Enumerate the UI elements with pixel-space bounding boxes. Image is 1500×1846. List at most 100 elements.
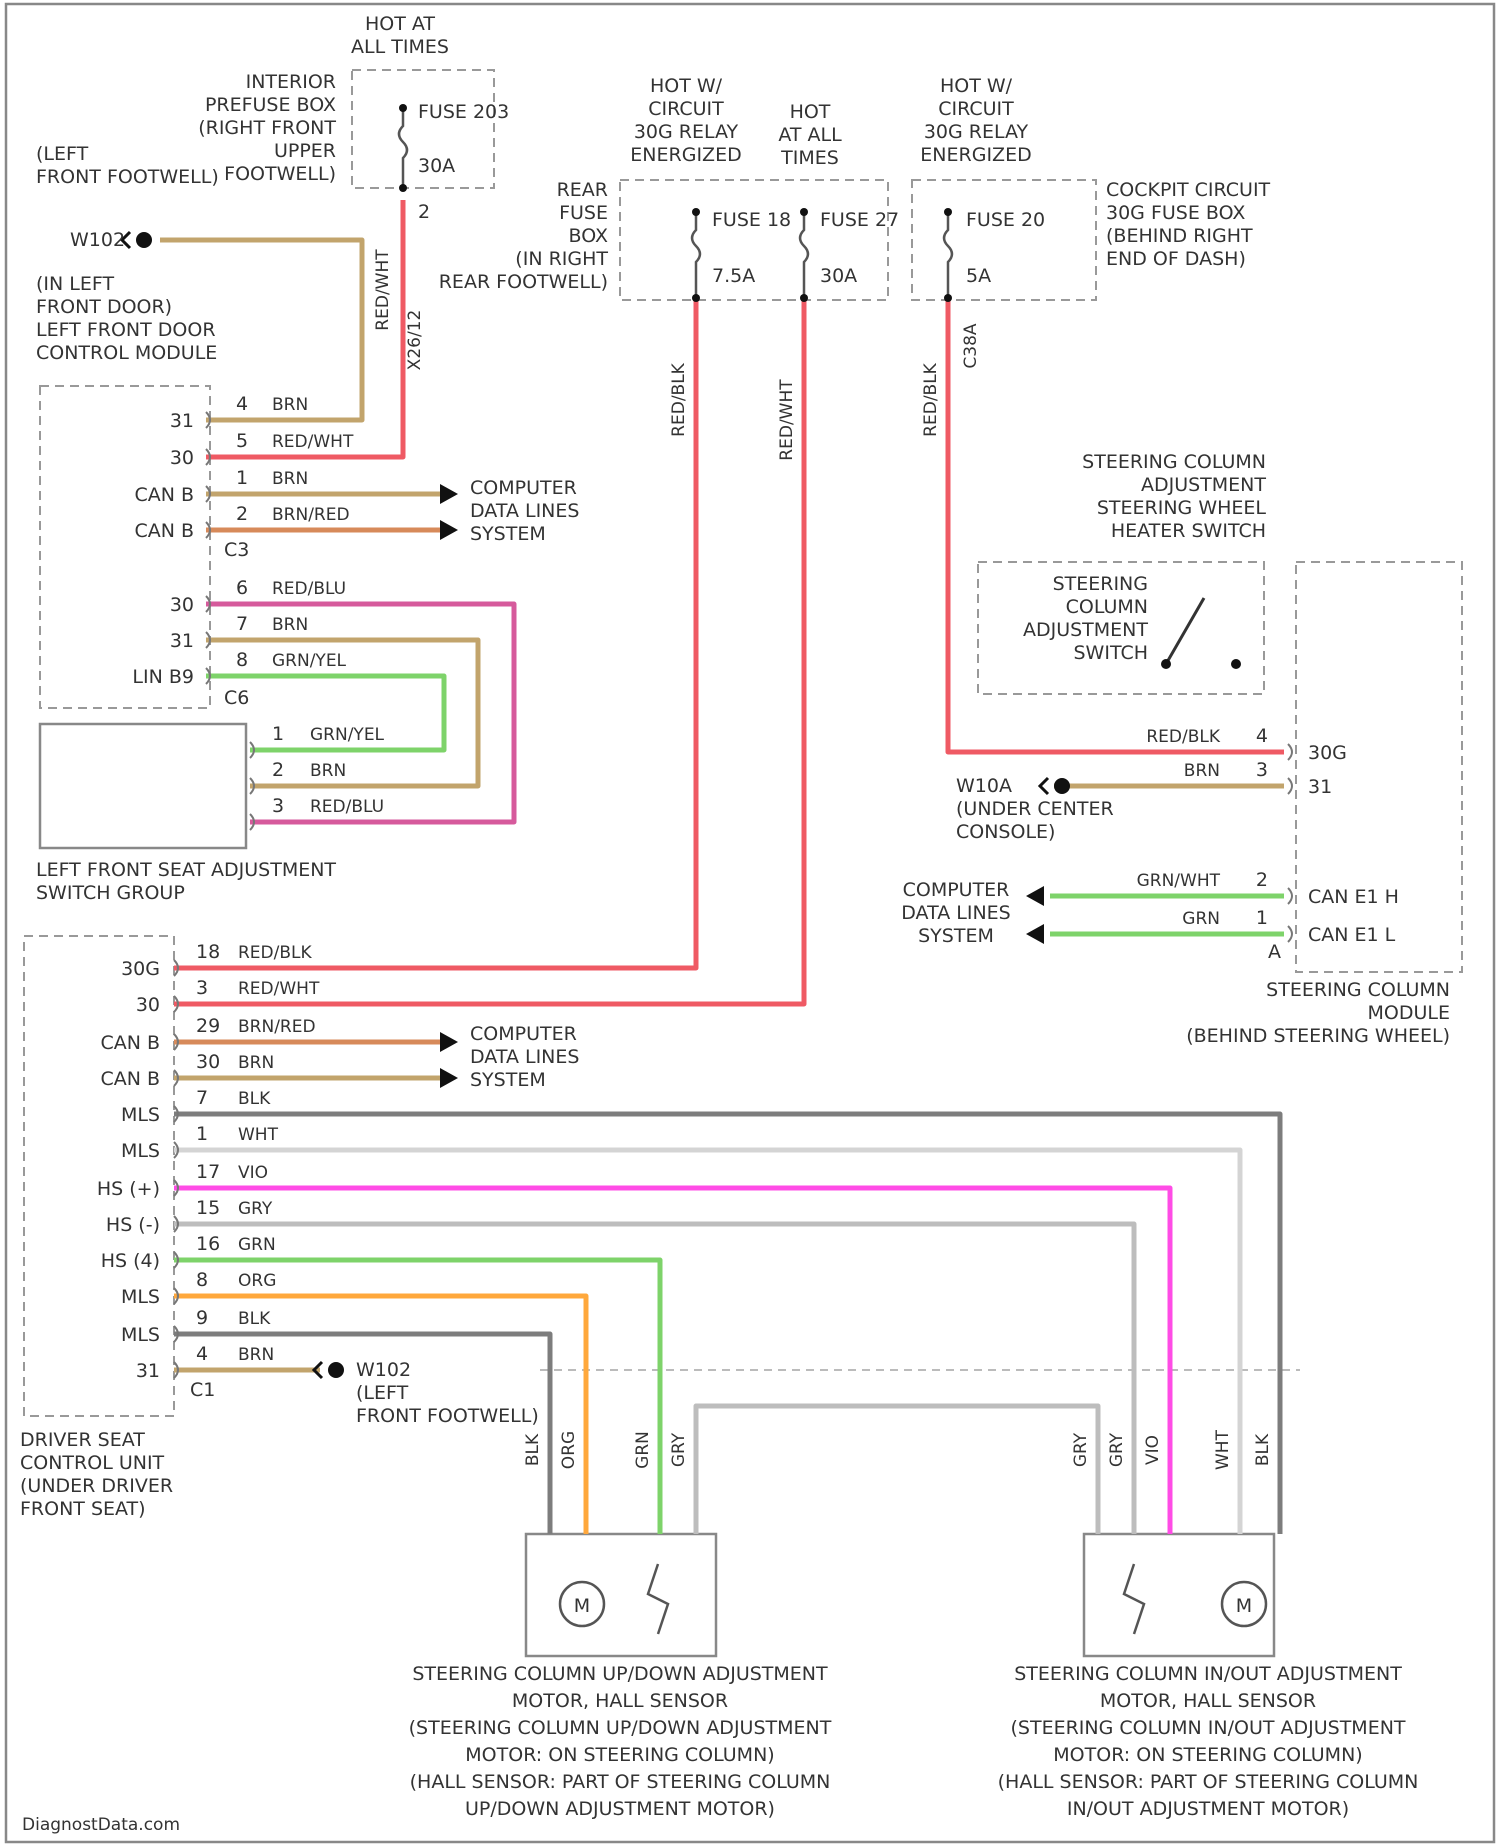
motor-up-down-label-line-4: (HALL SENSOR: PART OF STEERING COLUMN bbox=[410, 1771, 831, 1793]
door-wire2-num-0: 6 bbox=[236, 577, 248, 599]
motor-up-down-motor-symbol: M bbox=[574, 1595, 590, 1617]
door-wire-color-1: RED/WHT bbox=[272, 432, 354, 452]
hot-at-all-times-2-line-2: TIMES bbox=[780, 147, 839, 169]
steering-pin-1: 31 bbox=[1308, 776, 1332, 798]
steering-wire-num-1: 3 bbox=[1256, 759, 1268, 781]
seat-unit-wire-color-9: ORG bbox=[238, 1271, 276, 1291]
cdl-label-steering-line-1: DATA LINES bbox=[901, 902, 1010, 924]
seat-unit-pin-3: CAN B bbox=[100, 1068, 160, 1090]
motor-left-wire-label-0: BLK bbox=[523, 1433, 543, 1466]
seat-unit-pin-5: MLS bbox=[121, 1140, 160, 1162]
steering-switch-label-line-1: COLUMN bbox=[1066, 596, 1148, 618]
hot-w-circuit-1-line-1: CIRCUIT bbox=[648, 98, 724, 120]
hot-w-circuit-2-line-0: HOT W/ bbox=[940, 75, 1013, 97]
motor-right-wire-label-0: GRY bbox=[1071, 1432, 1091, 1467]
steering-switch-label-line-2: ADJUSTMENT bbox=[1023, 619, 1148, 641]
seat-unit-wire-color-5: WHT bbox=[238, 1125, 279, 1145]
seat-unit-wire-num-0: 18 bbox=[196, 941, 220, 963]
door-wire-color-0: BRN bbox=[272, 395, 308, 415]
footer-credit: DiagnostData.com bbox=[22, 1815, 180, 1835]
seat-switch-label-line-1: SWITCH GROUP bbox=[36, 882, 185, 904]
seat-unit-wire-color-6: VIO bbox=[238, 1163, 268, 1183]
fuse-27-dot-top bbox=[800, 208, 808, 216]
interior-prefuse-box-label-line-1: PREFUSE BOX bbox=[205, 94, 336, 116]
steering-module-label-line-1: MODULE bbox=[1368, 1002, 1450, 1024]
fuse-20-dot-bottom bbox=[944, 294, 952, 302]
fuse-203-dot-bottom bbox=[399, 184, 407, 192]
steering-wire-color-2: GRN/WHT bbox=[1137, 871, 1221, 891]
steering-switch-dot-2 bbox=[1231, 659, 1241, 669]
ground-w10a-dot bbox=[1054, 778, 1070, 794]
motor-left-wire-label-1: ORG bbox=[559, 1431, 579, 1469]
steering-switch-dot-1 bbox=[1161, 659, 1171, 669]
motor-in-out-motor-symbol: M bbox=[1236, 1595, 1252, 1617]
seat-unit-wire-num-3: 30 bbox=[196, 1051, 220, 1073]
hot-at-all-times-1-line-1: ALL TIMES bbox=[351, 36, 449, 58]
hot-w-circuit-1-line-0: HOT W/ bbox=[650, 75, 723, 97]
door-connector-c3: C3 bbox=[224, 539, 249, 561]
seat-unit-pin-10: MLS bbox=[121, 1324, 160, 1346]
seat-unit-pin-2: CAN B bbox=[100, 1032, 160, 1054]
hot-w-circuit-1-line-3: ENERGIZED bbox=[630, 144, 741, 166]
seat-unit-wire-color-0: RED/BLK bbox=[238, 943, 313, 963]
seat-unit-wire-color-2: BRN/RED bbox=[238, 1017, 316, 1037]
seat-unit-wire-num-8: 16 bbox=[196, 1233, 220, 1255]
door-wire-num-0: 4 bbox=[236, 393, 248, 415]
interior-prefuse-box-label-line-0: INTERIOR bbox=[246, 71, 336, 93]
seat-unit-pin-0: 30G bbox=[121, 958, 160, 980]
door-pin2-1: 31 bbox=[170, 630, 194, 652]
steering-wire-color-0: RED/BLK bbox=[1146, 727, 1221, 747]
hot-w-circuit-2-line-2: 30G RELAY bbox=[924, 121, 1029, 143]
cdl-label-seat-line-0: COMPUTER bbox=[470, 1023, 577, 1045]
seat-unit-wire-num-2: 29 bbox=[196, 1015, 220, 1037]
rear-fuse-box-label-line-2: BOX bbox=[569, 225, 608, 247]
door-pin2-0: 30 bbox=[170, 594, 194, 616]
cdl-label-seat-line-2: SYSTEM bbox=[470, 1069, 546, 1091]
hot-w-circuit-1-line-2: 30G RELAY bbox=[634, 121, 739, 143]
hot-w-circuit-2-line-1: CIRCUIT bbox=[938, 98, 1014, 120]
cdl-label-door-line-1: DATA LINES bbox=[470, 500, 579, 522]
fuse-20-dot-top bbox=[944, 208, 952, 216]
seat-unit-wire-num-10: 9 bbox=[196, 1307, 208, 1329]
motor-up-down-label-line-5: UP/DOWN ADJUSTMENT MOTOR) bbox=[465, 1798, 775, 1820]
seat-switch-label-line-0: LEFT FRONT SEAT ADJUSTMENT bbox=[36, 859, 336, 881]
motor-in-out-label-line-4: (HALL SENSOR: PART OF STEERING COLUMN bbox=[998, 1771, 1419, 1793]
door-pin-1: 30 bbox=[170, 447, 194, 469]
ground-w102-bottom-label-line-0: W102 bbox=[356, 1359, 411, 1381]
door-pin-3: CAN B bbox=[134, 520, 194, 542]
steering-switch-label-line-0: STEERING bbox=[1053, 573, 1148, 595]
seat-unit-label-line-1: CONTROL UNIT bbox=[20, 1452, 165, 1474]
interior-prefuse-box-label-line-2: (RIGHT FRONT bbox=[198, 117, 336, 139]
seat-unit-wire-num-11: 4 bbox=[196, 1343, 208, 1365]
seat-unit-wire-color-8: GRN bbox=[238, 1235, 276, 1255]
seat-switch-wire-num-2: 3 bbox=[272, 795, 284, 817]
seat-unit-wire-num-4: 7 bbox=[196, 1087, 208, 1109]
fuse-203-label: FUSE 203 bbox=[418, 101, 509, 123]
interior-prefuse-box-label-line-4: FOOTWELL) bbox=[224, 163, 336, 185]
door-module-label-line-2: LEFT FRONT DOOR bbox=[36, 319, 216, 341]
seat-unit-wire-num-9: 8 bbox=[196, 1269, 208, 1291]
fuse-18-label: FUSE 18 bbox=[712, 209, 791, 231]
seat-switch-wire-color-2: RED/BLU bbox=[310, 797, 384, 817]
fuse-27-amps: 30A bbox=[820, 265, 857, 287]
ground-w102-bottom-dot bbox=[328, 1362, 344, 1378]
seat-switch-wire-color-1: BRN bbox=[310, 761, 346, 781]
motor-up-down-label-line-0: STEERING COLUMN UP/DOWN ADJUSTMENT bbox=[412, 1663, 828, 1685]
steering-module-title-line-2: STEERING WHEEL bbox=[1097, 497, 1267, 519]
rear-fuse-box-label-line-1: FUSE bbox=[559, 202, 608, 224]
seat-unit-pin-1: 30 bbox=[136, 994, 160, 1016]
steering-wire-color-1: BRN bbox=[1184, 761, 1220, 781]
fuse-18-amps: 7.5A bbox=[712, 265, 755, 287]
cdl-label-steering-line-0: COMPUTER bbox=[903, 879, 1010, 901]
door-wire2-color-2: GRN/YEL bbox=[272, 651, 347, 671]
fuse-27-label: FUSE 27 bbox=[820, 209, 899, 231]
rear-fuse-box-label-line-3: (IN RIGHT bbox=[515, 248, 608, 270]
fuse-18-dot-bottom bbox=[692, 294, 700, 302]
door-wire-num-3: 2 bbox=[236, 503, 248, 525]
door-module-label-line-3: CONTROL MODULE bbox=[36, 342, 217, 364]
seat-switch-wire-num-0: 1 bbox=[272, 723, 284, 745]
seat-switch-wire-color-0: GRN/YEL bbox=[310, 725, 385, 745]
steering-wire-color-3: GRN bbox=[1182, 909, 1220, 929]
rear-fuse-box-label-line-4: REAR FOOTWELL) bbox=[439, 271, 608, 293]
motor-up-down-box bbox=[526, 1534, 716, 1656]
